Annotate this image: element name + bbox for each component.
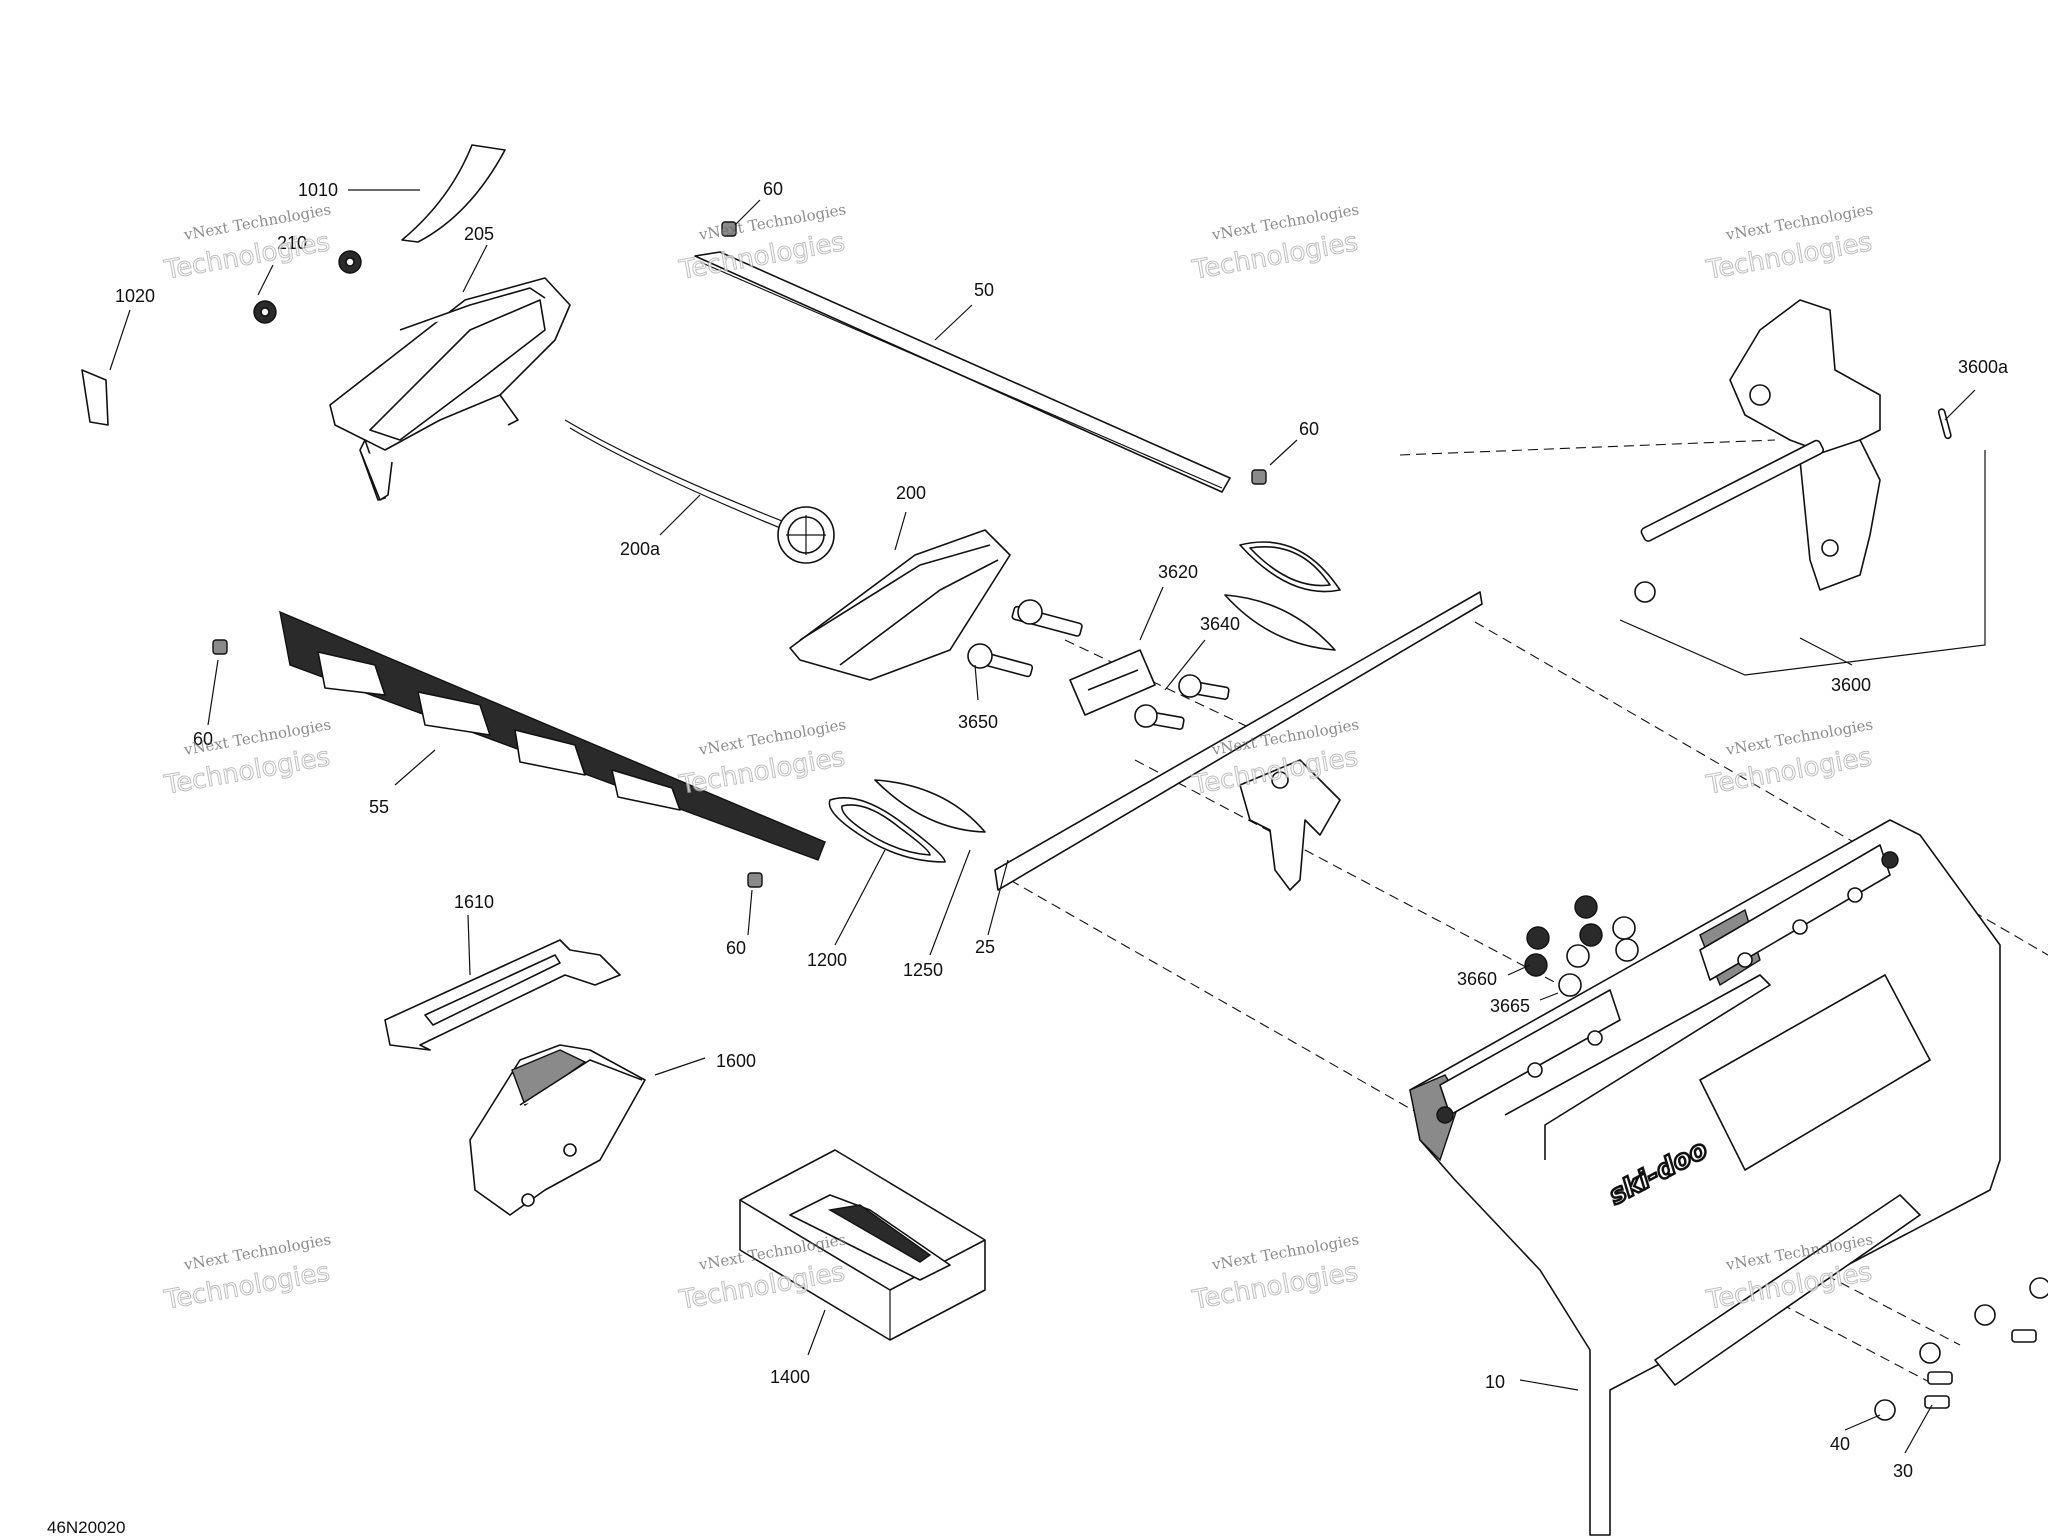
callout-210: 210 [277, 233, 307, 253]
callout-30: 30 [1893, 1461, 1913, 1481]
callout-205: 205 [464, 224, 494, 244]
watermark: vNext Technologies Technologies [161, 200, 333, 286]
watermark: vNext Technologies Technologies [676, 715, 848, 801]
callout-200a: 200a [620, 539, 661, 559]
watermark: vNext Technologies Technologies [161, 715, 333, 801]
diagram-code: 46N20020 [47, 1518, 125, 1536]
callout-1200: 1200 [807, 950, 847, 970]
part-200a-harness [564, 419, 835, 564]
part-3640-bolts [1134, 674, 1230, 730]
callout-3650: 3650 [958, 712, 998, 732]
callout-3600a: 3600a [1958, 357, 2009, 377]
callout-60-right: 60 [1299, 419, 1319, 439]
part-30-screws [1924, 1329, 2037, 1409]
callout-3640: 3640 [1200, 614, 1240, 634]
part-1010-decal [401, 144, 506, 243]
callout-200: 200 [896, 483, 926, 503]
callout-55: 55 [369, 797, 389, 817]
callout-labels: 1010 210 205 1020 60 50 60 200 200a 3620… [115, 179, 2009, 1481]
part-200-light [789, 529, 1011, 681]
callout-3665: 3665 [1490, 996, 1530, 1016]
part-3620-plate [1069, 649, 1156, 716]
part-3650-bolts [967, 599, 1083, 678]
callout-60-left: 60 [193, 729, 213, 749]
part-60-fasteners [212, 221, 1267, 888]
callout-10: 10 [1485, 1372, 1505, 1392]
callout-1020: 1020 [115, 286, 155, 306]
callout-60-top: 60 [763, 179, 783, 199]
callout-1400: 1400 [770, 1367, 810, 1387]
callout-3660: 3660 [1457, 969, 1497, 989]
center-bracket [1239, 759, 1341, 891]
part-55-rail [279, 610, 826, 861]
part-1200-gasket [828, 797, 946, 863]
watermark: vNext Technologies Technologies [1189, 1230, 1361, 1316]
watermark: vNext Technologies Technologies [161, 1230, 333, 1316]
callout-1600: 1600 [716, 1051, 756, 1071]
upper-lens-set [1224, 541, 1341, 651]
part-1610-strap [384, 939, 621, 1051]
callout-50: 50 [974, 280, 994, 300]
part-205-housing [329, 277, 571, 501]
part-10-flap: ski-doo [1409, 819, 2001, 1536]
callout-60-bottom: 60 [726, 938, 746, 958]
part-1400-toolkit [739, 1149, 986, 1341]
part-1020-decal [81, 369, 109, 426]
watermark: vNext Technologies Technologies [1703, 200, 1875, 286]
part-25-strip [994, 591, 1483, 891]
part-40-washers [1874, 1277, 2048, 1421]
leader-lines [109, 189, 1976, 1454]
callout-3620: 3620 [1158, 562, 1198, 582]
part-3665-caps [1558, 916, 1639, 997]
callout-1010: 1010 [298, 180, 338, 200]
part-50-bar [694, 251, 1231, 493]
callout-3600: 3600 [1831, 675, 1871, 695]
part-1600-box [469, 1044, 646, 1216]
callout-1250: 1250 [903, 960, 943, 980]
part-3660-nuts [1524, 895, 1603, 977]
watermark: vNext Technologies Technologies [1703, 715, 1875, 801]
callout-40: 40 [1830, 1434, 1850, 1454]
watermark: vNext Technologies Technologies [1189, 200, 1361, 286]
callout-1610: 1610 [454, 892, 494, 912]
part-3600-bracket [1619, 299, 1986, 676]
part-1250-lens [874, 779, 986, 833]
callout-25: 25 [975, 937, 995, 957]
part-210-grommets [253, 250, 362, 324]
